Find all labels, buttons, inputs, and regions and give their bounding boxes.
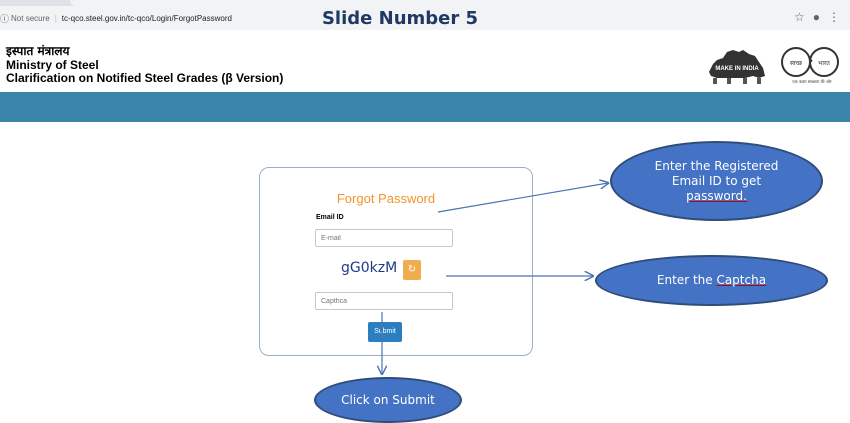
captcha-callout-prefix: Enter the bbox=[656, 273, 717, 287]
ministry-title: Ministry of Steel bbox=[6, 58, 99, 72]
info-icon[interactable]: ⓘ bbox=[0, 13, 10, 24]
browser-toolbar: ⓘ Not secure | tc-qco.steel.gov.in/tc-qc… bbox=[0, 0, 850, 30]
refresh-icon: ↻ bbox=[407, 264, 417, 275]
browser-actions: ☆ ● ⋮ bbox=[794, 10, 840, 24]
swachh-tagline: एक कदम स्वच्छता की ओर bbox=[792, 79, 832, 84]
security-status: Not secure bbox=[11, 13, 50, 23]
bharat-text: भारत bbox=[818, 60, 830, 67]
star-icon[interactable]: ☆ bbox=[793, 10, 805, 24]
active-tab[interactable] bbox=[70, 0, 850, 6]
submit-button[interactable]: Submit bbox=[368, 322, 402, 342]
nav-bar bbox=[0, 92, 850, 122]
submit-callout: Click on Submit bbox=[314, 377, 462, 423]
url-separator: | bbox=[54, 13, 57, 23]
address-bar[interactable]: ⓘ Not secure | tc-qco.steel.gov.in/tc-qc… bbox=[0, 8, 232, 28]
captcha-input[interactable] bbox=[315, 292, 453, 310]
email-label: Email ID bbox=[316, 214, 344, 221]
email-callout-line3: password. bbox=[686, 188, 747, 203]
captcha-callout-word: Captcha bbox=[716, 273, 767, 287]
email-input[interactable] bbox=[315, 229, 453, 247]
swachh-bharat-logo: स्वच्छ भारत एक कदम स्वच्छता की ओर bbox=[781, 47, 839, 84]
portal-title: Clarification on Notified Steel Grades (… bbox=[6, 71, 284, 85]
make-in-india-logo: MAKE IN INDIA bbox=[709, 50, 765, 84]
tab-strip bbox=[0, 0, 850, 6]
account-icon[interactable]: ● bbox=[812, 10, 820, 24]
slide-title: Slide Number 5 bbox=[321, 8, 479, 29]
ministry-hindi-title: इस्पात मंत्रालय bbox=[6, 44, 70, 58]
more-vert-icon[interactable]: ⋮ bbox=[828, 10, 840, 24]
email-callout-line2: Email ID to get bbox=[671, 173, 762, 188]
captcha-callout: Enter the Captcha bbox=[595, 255, 828, 306]
refresh-captcha-button[interactable]: ↻ bbox=[403, 260, 421, 280]
site-header bbox=[0, 30, 850, 92]
swachh-text: स्वच्छ bbox=[790, 60, 803, 67]
form-title: Forgot Password bbox=[336, 191, 436, 206]
make-in-india-text: MAKE IN INDIA bbox=[715, 66, 759, 72]
captcha-image-text: gG0kzM bbox=[341, 260, 398, 276]
url-text[interactable]: tc-qco.steel.gov.in/tc-qco/Login/ForgotP… bbox=[61, 13, 232, 23]
email-callout-line1: Enter the Registered bbox=[654, 158, 779, 173]
email-callout: Enter the Registered Email ID to get pas… bbox=[610, 141, 823, 221]
